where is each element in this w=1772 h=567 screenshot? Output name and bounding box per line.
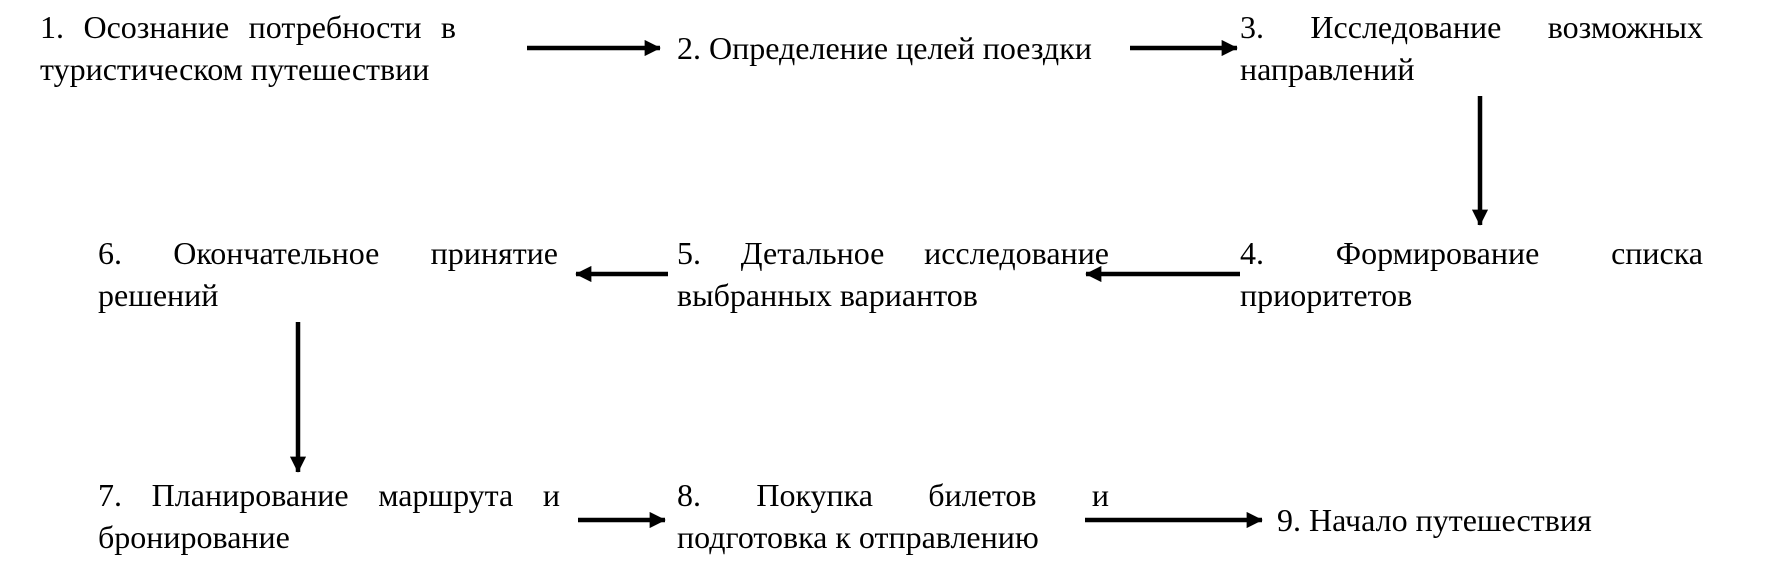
step-7: 7. Планирование маршрута и бронирование: [98, 477, 560, 555]
step-3: 3. Исследование возможных направлений: [1240, 9, 1703, 87]
step-8: 8. Покупка билетов и подготовка к отправ…: [677, 477, 1109, 555]
step-4: 4. Формирование списка приоритетов: [1240, 235, 1703, 313]
step-1: 1. Осознание потребности в туристическом…: [40, 9, 456, 87]
step-9: 9. Начало путешествия: [1277, 502, 1592, 538]
step-5: 5. Детальное исследование выбранных вари…: [677, 235, 1109, 313]
step-6: 6. Окончательное принятие решений: [98, 235, 558, 313]
step-2: 2. Определение целей поездки: [677, 30, 1092, 66]
